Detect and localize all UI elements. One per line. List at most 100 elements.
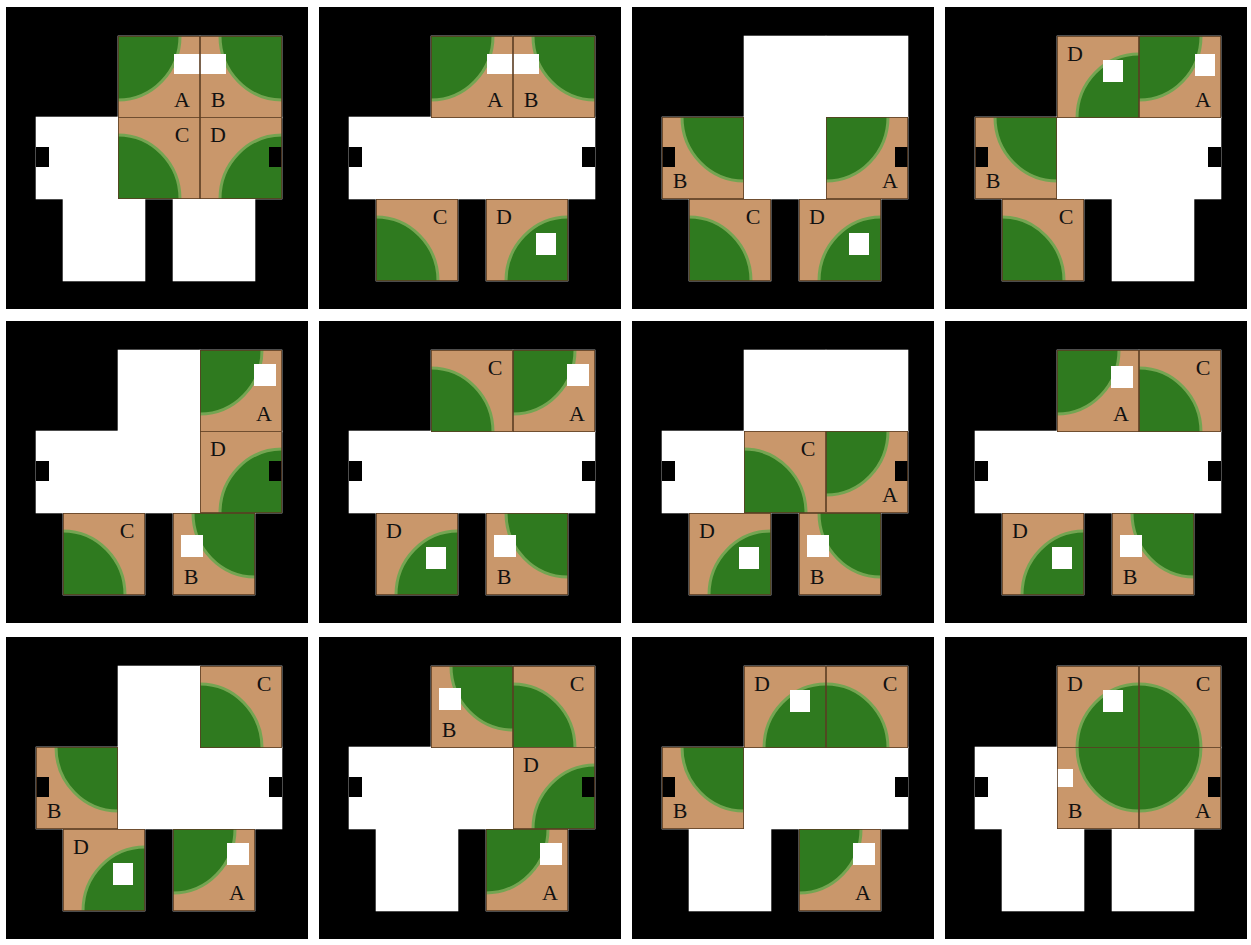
puzzle-tile: B (486, 513, 568, 595)
panel-background (632, 637, 934, 939)
tile-letter: C (175, 124, 190, 146)
board-notch (662, 777, 675, 797)
green-quarter (56, 747, 118, 811)
tile-hole (739, 547, 759, 569)
tile-letter: A (569, 403, 585, 425)
tile-edge (1057, 350, 1138, 431)
green-quarter (709, 531, 771, 595)
board-notch (349, 777, 362, 797)
tile-notch (895, 147, 908, 167)
board-notch (1208, 147, 1221, 167)
puzzle-tile: B (173, 513, 255, 595)
green-quarter (1139, 684, 1201, 748)
green-quarter (431, 36, 493, 100)
tile-edge (513, 747, 594, 828)
board-cell (826, 36, 908, 118)
puzzle-tile: C (63, 513, 145, 595)
board-notch (895, 461, 908, 481)
tile-edge (799, 513, 880, 594)
board-cell (118, 747, 200, 829)
tile-edge (1057, 36, 1138, 117)
tile-letter: D (754, 673, 770, 695)
tile-letter: D (210, 438, 226, 460)
green-quarter (220, 449, 282, 513)
tile-letter: A (882, 170, 898, 192)
board-cell (744, 350, 826, 432)
tile-notch (895, 461, 908, 481)
green-quarter (533, 765, 595, 829)
board-notch (269, 777, 282, 797)
tile-letter: D (496, 206, 512, 228)
puzzle-tile: D (200, 117, 282, 199)
tile-letter: B (442, 719, 457, 741)
board-cell (118, 666, 200, 748)
board-cell (376, 829, 458, 911)
puzzle-tile: C (744, 431, 826, 513)
puzzle-panel (632, 637, 934, 939)
puzzle-tile: A (200, 350, 282, 432)
tile-letter: B (47, 800, 62, 822)
board-cell (1112, 199, 1194, 281)
green-quarter (63, 531, 125, 595)
tile-edge (662, 117, 743, 198)
tile-hole (807, 535, 829, 557)
puzzle-tile: A (431, 36, 513, 118)
tile-hole (1057, 769, 1073, 787)
green-quarter (118, 135, 180, 199)
board-cell (431, 431, 513, 513)
tile-letter: C (120, 520, 135, 542)
board-notch (582, 777, 595, 797)
panel-background (945, 637, 1247, 939)
tile-letter: B (1068, 800, 1083, 822)
puzzle-tile: A (1139, 747, 1221, 829)
panel-background (6, 637, 308, 939)
tile-hole (181, 535, 203, 557)
green-quarter (689, 217, 751, 281)
green-quarter (1139, 36, 1201, 100)
tile-letter: D (1067, 43, 1083, 65)
tile-edge (1139, 36, 1220, 117)
board-notch (582, 147, 595, 167)
puzzle-tile: B (431, 666, 513, 748)
green-quarter (1077, 747, 1139, 811)
puzzle-tile: B (975, 117, 1057, 199)
tile-edge (200, 350, 281, 431)
board-cell (1139, 431, 1221, 513)
tile-hole (1103, 60, 1123, 82)
tile-edge (689, 199, 770, 280)
puzzle-panel (632, 321, 934, 623)
tile-letter: B (1123, 566, 1138, 588)
tile-letter: A (229, 882, 245, 904)
tile-edge (63, 829, 144, 910)
tile-edge (1057, 747, 1138, 828)
tile-edge (431, 350, 512, 431)
board-cell (431, 747, 513, 829)
puzzle-tile: A (486, 829, 568, 911)
tile-notch (975, 147, 988, 167)
green-quarter (826, 117, 888, 181)
board-cell (118, 350, 200, 432)
board-cell (200, 747, 282, 829)
puzzle-tile: D (689, 513, 771, 595)
tile-edge (376, 199, 457, 280)
tile-hole (227, 843, 249, 865)
tile-hole (1111, 366, 1133, 388)
board-cell (1112, 829, 1194, 911)
puzzle-tile: A (1139, 36, 1221, 118)
tile-letter: D (210, 124, 226, 146)
board-notch (36, 461, 49, 481)
tile-edge (1139, 666, 1220, 747)
tile-letter: B (673, 800, 688, 822)
puzzle-tile: B (36, 747, 118, 829)
green-quarter (396, 531, 458, 595)
tile-edge (744, 431, 825, 512)
puzzle-tile: C (431, 350, 513, 432)
green-quarter (533, 36, 595, 100)
tile-letter: A (487, 89, 503, 111)
board-cell (36, 431, 118, 513)
tile-letter: B (211, 89, 226, 111)
board-cell (513, 117, 595, 199)
tile-letter: A (1113, 403, 1129, 425)
green-quarter (506, 217, 568, 281)
puzzle-tile: A (173, 829, 255, 911)
